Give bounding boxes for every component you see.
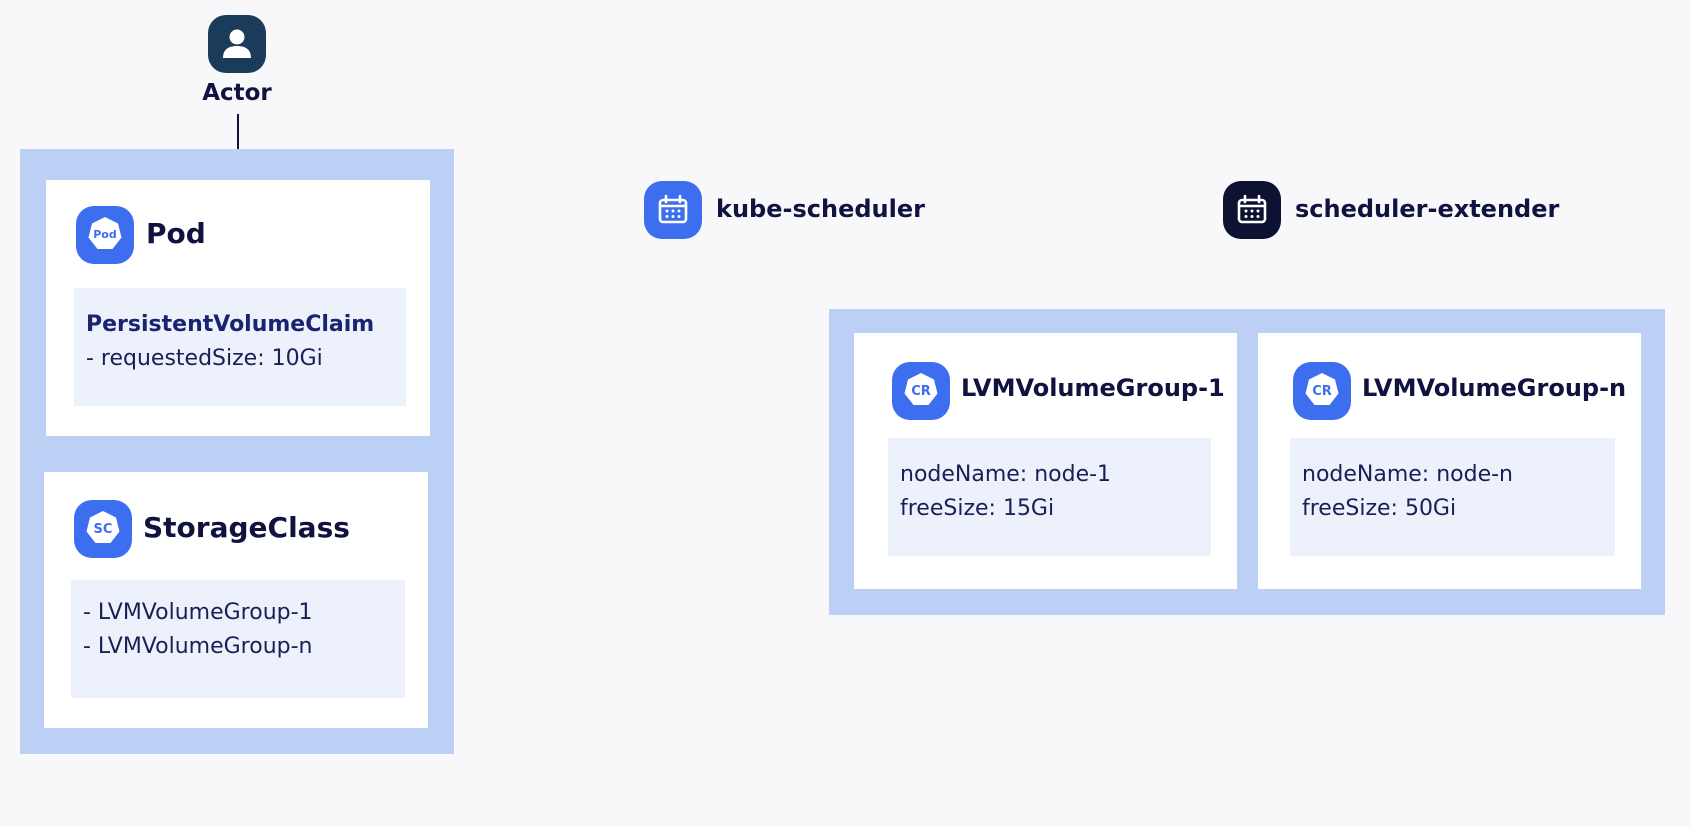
lvm-volume-group-n-node-name: nodeName: node-n: [1302, 462, 1513, 487]
kube-scheduler-calendar-icon: [644, 181, 702, 239]
pvc-detail-box: PersistentVolumeClaim - requestedSize: 1…: [74, 288, 406, 406]
kube-scheduler-label: kube-scheduler: [716, 195, 925, 223]
storageclass-kubernetes-icon: SC: [74, 500, 132, 558]
lvm-volume-group-1-title: LVMVolumeGroup-1: [961, 374, 1225, 402]
storageclass-badge-text: SC: [94, 522, 113, 537]
lvm-volume-group-1-node-name: nodeName: node-1: [900, 462, 1112, 487]
pvc-requested-size: - requestedSize: 10Gi: [86, 346, 323, 371]
storageclass-title: StorageClass: [143, 511, 350, 544]
storageclass-volume-group-n: - LVMVolumeGroup-n: [83, 634, 313, 659]
actor-user-icon: [208, 15, 266, 73]
pod-title: Pod: [146, 217, 206, 250]
storageclass-detail-box: - LVMVolumeGroup-1 - LVMVolumeGroup-n: [71, 580, 405, 698]
lvm-volume-group-1-kubernetes-icon: CR: [892, 362, 950, 420]
lvm-volume-group-n-title: LVMVolumeGroup-n: [1362, 374, 1627, 402]
lvm-volume-group-1-free-size: freeSize: 15Gi: [900, 496, 1055, 521]
lvm-volume-group-n-badge-text: CR: [1312, 384, 1332, 399]
pvc-title: PersistentVolumeClaim: [86, 312, 375, 337]
lvm-volume-group-n-kubernetes-icon: CR: [1293, 362, 1351, 420]
scheduler-extender-calendar-icon: [1223, 181, 1281, 239]
lvm-volume-group-1-detail-box: nodeName: node-1 freeSize: 15Gi: [888, 438, 1211, 556]
pod-badge-text: Pod: [93, 228, 117, 241]
pod-kubernetes-icon: Pod: [76, 206, 134, 264]
actor-label: Actor: [202, 80, 272, 106]
lvm-volume-group-n-detail-box: nodeName: node-n freeSize: 50Gi: [1290, 438, 1615, 556]
lvm-volume-group-1-badge-text: CR: [911, 384, 931, 399]
scheduler-extender-label: scheduler-extender: [1295, 195, 1560, 223]
lvm-volume-group-n-free-size: freeSize: 50Gi: [1302, 496, 1457, 521]
storageclass-volume-group-1: - LVMVolumeGroup-1: [83, 600, 313, 625]
